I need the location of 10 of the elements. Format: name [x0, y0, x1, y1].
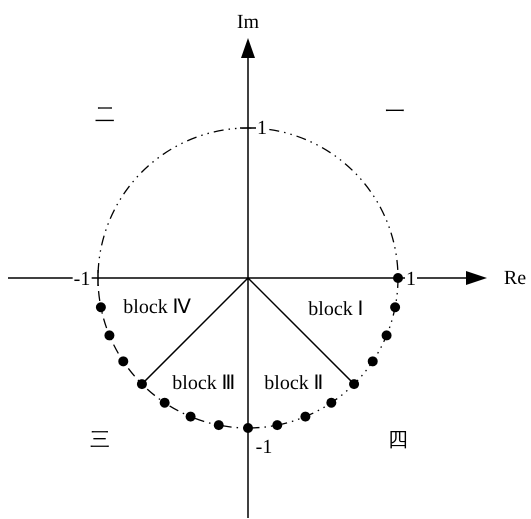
- block-label: block Ⅱ: [264, 373, 324, 393]
- block-label: block Ⅳ: [123, 297, 191, 317]
- quadrant-label: 一: [385, 102, 405, 122]
- block-label: block Ⅲ: [172, 373, 236, 393]
- quadrant-label: 三: [90, 430, 110, 450]
- axis-label: Re: [504, 268, 526, 288]
- quadrant-label: 四: [388, 430, 408, 450]
- quadrant-label: 二: [95, 105, 115, 125]
- block-label: block Ⅰ: [308, 299, 364, 319]
- axis-label: Im: [236, 12, 260, 32]
